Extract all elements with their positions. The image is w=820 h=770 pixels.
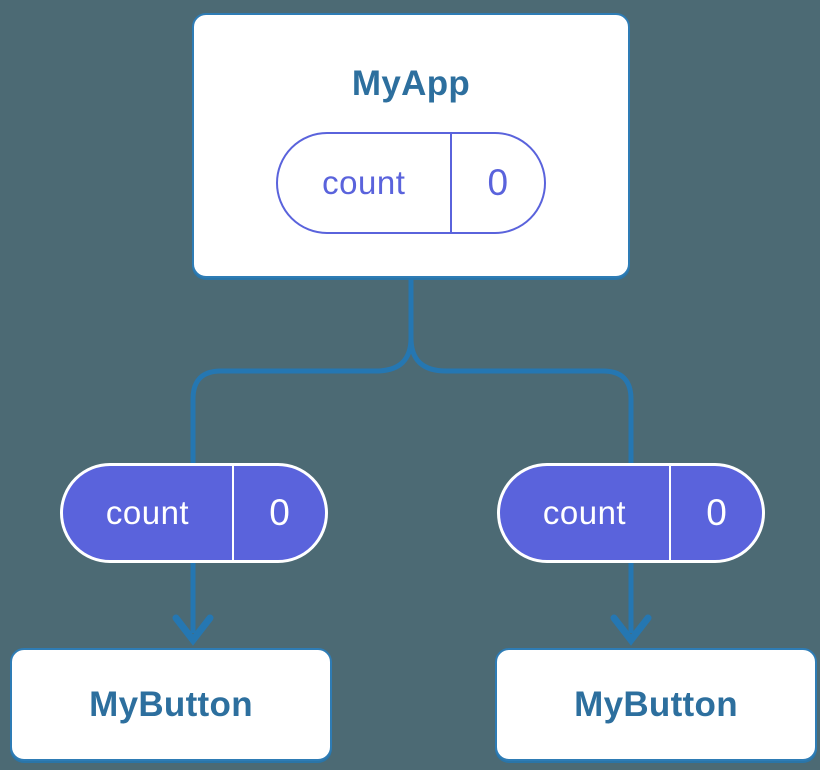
state-pill-child-left: count 0 [60, 463, 328, 563]
state-value: 0 [231, 466, 325, 560]
component-card-child-right: MyButton [495, 648, 817, 761]
component-title-root: MyApp [351, 64, 471, 103]
component-card-root: MyApp count 0 [192, 13, 630, 278]
state-label: count [322, 164, 406, 201]
component-title-child-left: MyButton [89, 684, 253, 724]
state-pill-root: count 0 [276, 132, 546, 234]
component-card-child-left: MyButton [10, 648, 332, 761]
arrow-head-right [610, 614, 652, 646]
state-pill-child-right: count 0 [497, 463, 765, 563]
connector-branch-left [190, 276, 414, 465]
state-value: 0 [449, 134, 544, 232]
state-label: count [542, 494, 627, 531]
state-label: count [105, 494, 190, 531]
component-title-child-right: MyButton [574, 684, 738, 724]
state-value: 0 [668, 466, 762, 560]
arrow-head-left [172, 614, 214, 646]
connector-branch-right [408, 337, 634, 465]
